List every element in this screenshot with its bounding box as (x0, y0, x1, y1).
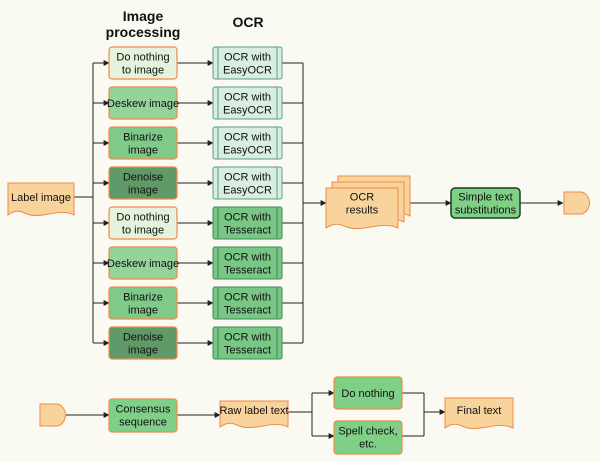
raw-label-text-document (219, 400, 289, 429)
ocr-step-box (212, 46, 283, 80)
ocr-results-document-front (325, 187, 399, 230)
ocr-step-box (212, 126, 283, 160)
final-text-document (444, 397, 514, 430)
preprocess-step-box (108, 286, 178, 320)
preprocess-step-box (108, 326, 178, 360)
label-image-label: Label image (11, 192, 71, 204)
ocr-step-box (212, 166, 283, 200)
connector-lines (66, 60, 564, 439)
ocr-step-box (212, 286, 283, 320)
preprocess-step-box (108, 46, 178, 80)
label-image-document (7, 182, 75, 217)
preprocess-step-box (108, 206, 178, 240)
ocr-step-box (212, 326, 283, 360)
offpage-connector-out (563, 191, 590, 215)
header-image-processing-line2: processing (106, 24, 181, 40)
final-text-label: Final text (457, 405, 502, 417)
simple-text-substitutions-box (450, 187, 521, 219)
consensus-sequence-box (108, 398, 178, 433)
spell-check-label: Spell check,etc. (338, 426, 397, 451)
header-image-processing-line1: Image (123, 8, 164, 24)
preprocess-step-label: Deskew image (107, 98, 179, 110)
ocr-step-box (212, 246, 283, 280)
do-nothing-label: Do nothing (341, 388, 394, 400)
offpage-connector-in (39, 403, 66, 427)
spell-check-box (333, 420, 403, 455)
ocr-step-box (212, 206, 283, 240)
preprocess-step-box (108, 86, 178, 120)
preprocess-step-box (108, 126, 178, 160)
header-ocr: OCR (232, 14, 263, 30)
preprocess-step-label: Deskew image (107, 258, 179, 270)
raw-label-text-label: Raw label text (219, 405, 288, 417)
do-nothing-box (333, 376, 403, 410)
preprocess-step-box (108, 246, 178, 280)
ocr-step-box (212, 86, 283, 120)
preprocess-step-box (108, 166, 178, 200)
